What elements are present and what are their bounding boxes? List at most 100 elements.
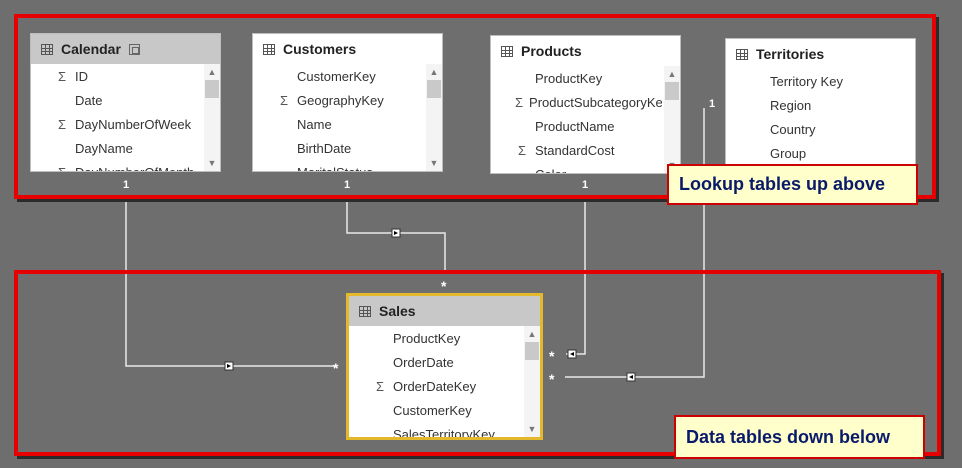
table-header-calendar[interactable]: Calendar [31,34,220,64]
table-icon [359,305,371,317]
field-name: ProductName [535,118,615,134]
field-row[interactable]: OrderDate [349,350,522,374]
sigma-icon: Σ [517,142,527,158]
direction-arrow-customers [391,228,401,238]
scroll-thumb[interactable] [427,80,441,98]
sigma-icon: Σ [55,165,69,172]
scroll-thumb[interactable] [525,342,539,360]
field-row[interactable]: Territory Key [726,69,915,93]
table-header-sales[interactable]: Sales [349,296,540,326]
field-row[interactable]: Σ GeographyKey [253,88,424,112]
field-row[interactable]: ProductName [491,114,662,138]
cardinality-one-territories: 1 [709,98,716,110]
field-name: ProductKey [535,70,603,86]
field-row[interactable]: Group [726,141,915,165]
table-calendar[interactable]: Calendar ΣIDDateΣDayNumberOfWeekDayNameΣ… [30,33,221,172]
lookup-callout: Lookup tables up above [667,164,918,205]
field-name: CustomerKey [393,402,472,418]
table-title: Products [521,43,582,59]
cardinality-one-calendar: 1 [123,179,130,191]
table-header-territories[interactable]: Territories [726,39,915,69]
field-name: MaritalStatus [297,165,373,172]
data-highlight-box [14,270,941,456]
calendar-sales-line [125,195,336,367]
sigma-icon: Σ [515,94,524,110]
field-row[interactable]: BirthDate [253,136,424,160]
scroll-thumb[interactable] [205,80,219,98]
field-row[interactable]: Σ ProductSubcategoryKey [491,90,662,114]
field-row[interactable]: CustomerKey [349,398,522,422]
field-row[interactable]: DayName [31,136,202,160]
field-row[interactable]: CustomerKey [253,64,424,88]
field-row[interactable]: SalesTerritoryKey [349,422,522,438]
field-row[interactable]: Name [253,112,424,136]
field-row[interactable]: Date [31,88,202,112]
field-row[interactable]: Σ StandardCost [491,138,662,162]
field-name: CustomerKey [297,68,376,84]
scrollbar[interactable]: ▲ ▼ [426,64,442,171]
sigma-icon: Σ [279,92,289,108]
scroll-thumb[interactable] [665,82,679,100]
direction-arrow-territories [626,372,636,382]
cardinality-many-products: * [549,348,555,364]
table-title: Territories [756,46,825,62]
field-row[interactable]: ProductKey [349,326,522,350]
field-name: Date [75,92,103,108]
scrollbar[interactable]: ▲ ▼ [524,326,540,437]
lookup-highlight-box [14,14,936,199]
table-title: Customers [283,41,357,57]
direction-arrow-calendar [224,361,234,371]
field-name: ID [75,68,88,84]
field-row[interactable]: Σ DayNumberOfMonth [31,160,202,172]
field-name: ProductSubcategoryKey [529,94,662,110]
scrollbar[interactable]: ▲ ▼ [204,64,220,171]
scroll-down-icon[interactable]: ▼ [207,158,217,168]
field-name: Region [770,97,812,113]
sigma-icon: Σ [57,116,67,132]
cardinality-one-products: 1 [582,179,589,191]
table-header-customers[interactable]: Customers [253,34,442,64]
field-name: ProductKey [393,330,461,346]
sigma-icon: Σ [57,68,67,84]
field-name: GeographyKey [297,92,384,108]
field-name: BirthDate [297,140,352,156]
field-row[interactable]: Σ ID [31,64,202,88]
table-title: Calendar [61,41,121,57]
field-name: DayName [75,140,133,156]
cardinality-many-calendar: * [333,360,339,376]
direction-arrow-products [567,349,577,359]
field-name: StandardCost [535,142,615,158]
sigma-icon: Σ [375,378,385,394]
field-list: ΣIDDateΣDayNumberOfWeekDayNameΣDayNumber… [31,64,202,172]
field-row[interactable]: Region [726,93,915,117]
field-row[interactable]: Color [491,162,662,174]
table-header-products[interactable]: Products [491,36,680,66]
table-title: Sales [379,303,416,319]
field-name: Name [297,116,332,132]
field-row[interactable]: Country [726,117,915,141]
cardinality-many-territories: * [549,371,555,387]
field-name: SalesTerritoryKey [393,426,495,438]
table-icon [41,43,53,55]
scroll-up-icon[interactable]: ▲ [429,67,439,77]
field-name: DayNumberOfMonth [75,165,194,172]
field-row[interactable]: MaritalStatus [253,160,424,172]
field-row[interactable]: ProductKey [491,66,662,90]
scroll-up-icon[interactable]: ▲ [527,329,537,339]
scroll-down-icon[interactable]: ▼ [429,158,439,168]
scroll-down-icon[interactable]: ▼ [527,424,537,434]
table-icon [263,43,275,55]
collapse-icon[interactable] [128,43,140,55]
scroll-up-icon[interactable]: ▲ [207,67,217,77]
scroll-up-icon[interactable]: ▲ [667,69,677,79]
